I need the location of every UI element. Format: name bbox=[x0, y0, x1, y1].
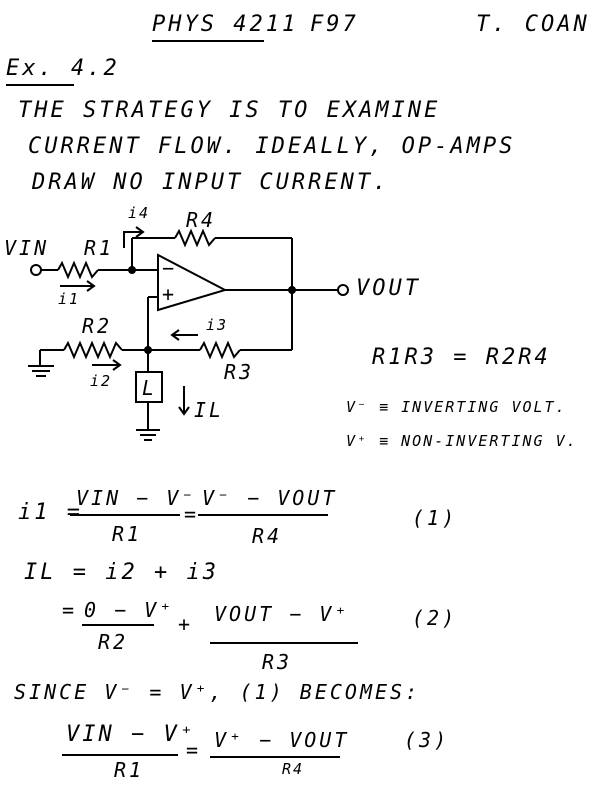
label-r4: R4 bbox=[186, 208, 217, 232]
resistor-r1 bbox=[57, 260, 99, 280]
eq1-tag: (1) bbox=[412, 506, 458, 530]
eq1-bar2 bbox=[198, 514, 328, 516]
op-amp bbox=[157, 253, 228, 312]
intro-line-3: DRAW NO INPUT CURRENT. bbox=[32, 170, 390, 195]
vout-terminal bbox=[337, 284, 349, 296]
course-underline bbox=[152, 40, 264, 42]
eq3-den1: R1 bbox=[114, 758, 145, 782]
note-vplus: V⁺ ≡ NON-INVERTING V. bbox=[346, 432, 578, 450]
eq1-bar1 bbox=[70, 514, 180, 516]
author-name: T. COAN bbox=[476, 12, 590, 37]
eq1-den1: R1 bbox=[112, 522, 143, 546]
example-underline bbox=[6, 84, 74, 86]
note-vminus: V⁻ ≡ INVERTING VOLT. bbox=[346, 398, 567, 416]
eq2-bar1 bbox=[82, 624, 154, 626]
eq3-bar1 bbox=[62, 754, 178, 756]
eq3-tag: (3) bbox=[404, 728, 450, 752]
label-il: IL bbox=[194, 398, 225, 422]
since-line: SINCE V⁻ = V⁺, (1) BECOMES: bbox=[14, 680, 421, 704]
label-minus: − bbox=[162, 256, 178, 280]
label-i2: i2 bbox=[90, 372, 113, 390]
label-plus: + bbox=[162, 282, 178, 306]
example-label: Ex. 4.2 bbox=[6, 56, 120, 81]
label-vout: VOUT bbox=[356, 276, 421, 301]
eq2-num1: 0 − V⁺ bbox=[84, 598, 175, 622]
eq2-equals: = bbox=[62, 598, 78, 622]
eq1-num1: VIN − V⁻ bbox=[76, 486, 197, 510]
label-i3: i3 bbox=[206, 316, 229, 334]
label-i4: i4 bbox=[128, 204, 151, 222]
eq1-lhs: i1 = bbox=[18, 500, 83, 525]
label-r1: R1 bbox=[84, 236, 115, 260]
intro-line-1: THE STRATEGY IS TO EXAMINE bbox=[18, 98, 441, 123]
node-output bbox=[288, 286, 296, 294]
label-i1: i1 bbox=[58, 290, 81, 308]
intro-line-2: CURRENT FLOW. IDEALLY, OP-AMPS bbox=[28, 134, 516, 159]
eq1-equals: = bbox=[184, 502, 200, 526]
eq3-den2: R4 bbox=[282, 760, 305, 778]
eq3-num1: VIN − V⁺ bbox=[66, 722, 196, 747]
label-r3: R3 bbox=[224, 360, 255, 384]
resistor-r2 bbox=[63, 340, 123, 360]
label-load: L bbox=[142, 376, 158, 400]
label-vin: VIN bbox=[4, 236, 50, 260]
course-title: PHYS 4211 bbox=[152, 12, 299, 37]
eq2-den2: R3 bbox=[262, 650, 293, 674]
label-r2: R2 bbox=[82, 314, 113, 338]
eq2-bar2 bbox=[210, 642, 358, 644]
eq3-num2: V⁺ − VOUT bbox=[214, 728, 350, 752]
eq3-equals: = bbox=[186, 738, 202, 762]
eq2-num2: VOUT − V⁺ bbox=[214, 602, 350, 626]
vin-terminal bbox=[30, 264, 42, 276]
eq1-num2: V⁻ − VOUT bbox=[202, 486, 338, 510]
eq1-den2: R4 bbox=[252, 524, 283, 548]
eq2-current-sum: IL = i2 + i3 bbox=[24, 560, 219, 585]
note-balance: R1R3 = R2R4 bbox=[372, 345, 551, 370]
resistor-r4 bbox=[174, 228, 216, 248]
term-label: F97 bbox=[310, 12, 359, 37]
eq2-plus: + bbox=[178, 612, 194, 636]
eq2-tag: (2) bbox=[412, 606, 458, 630]
eq2-den1: R2 bbox=[98, 630, 129, 654]
resistor-r3 bbox=[199, 340, 241, 360]
eq3-bar2 bbox=[210, 756, 340, 758]
